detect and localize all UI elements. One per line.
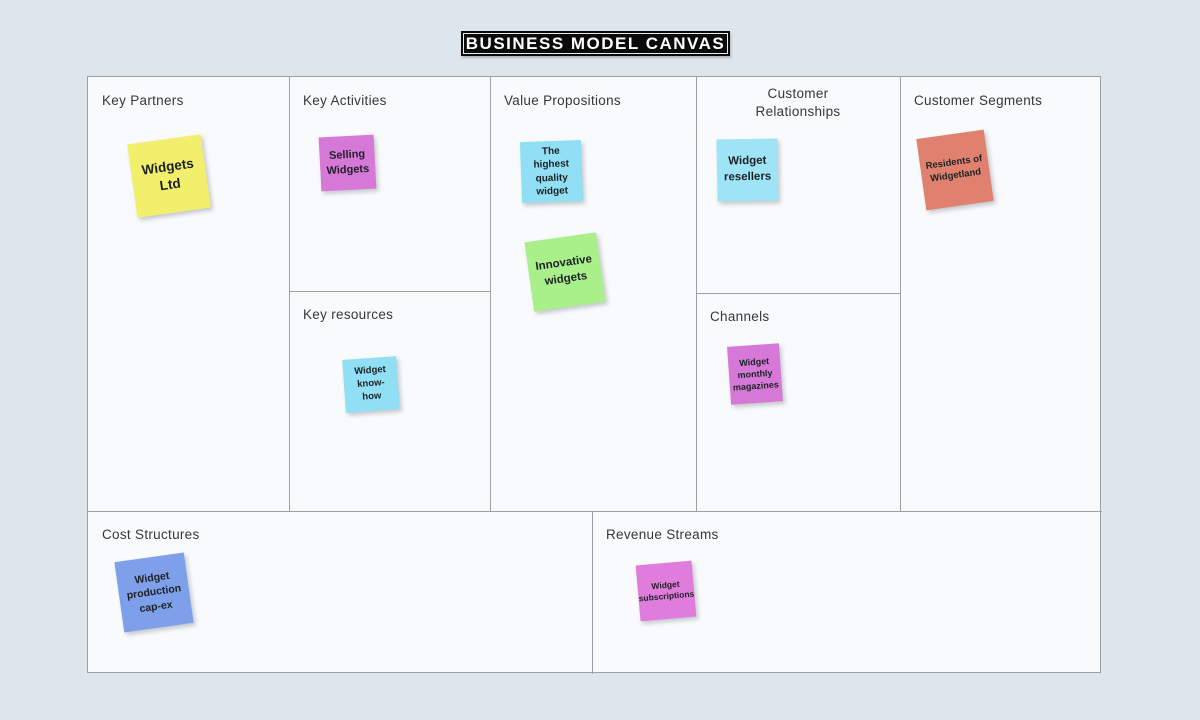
sticky-note-widget-monthly-magazines[interactable]: Widget monthly magazines bbox=[727, 343, 783, 405]
grid-line-bottom-row-divider bbox=[592, 511, 593, 674]
section-value-propositions: Value Propositions The highest quality w… bbox=[490, 77, 696, 511]
sticky-note-widget-subscriptions[interactable]: Widget subscriptions bbox=[635, 560, 697, 622]
sticky-note-text: Widget resellers bbox=[723, 155, 772, 184]
section-label-revenue-streams: Revenue Streams bbox=[606, 527, 719, 542]
section-channels: Channels Widget monthly magazines bbox=[696, 293, 900, 511]
sticky-note-widget-production-capex[interactable]: Widget production cap-ex bbox=[114, 552, 194, 633]
sticky-note-text: Widget know-how bbox=[353, 364, 387, 403]
section-label-key-partners: Key Partners bbox=[102, 93, 184, 108]
section-label-customer-relationships: Customer Relationships bbox=[755, 86, 841, 119]
sticky-note-text: Selling Widgets bbox=[326, 148, 370, 178]
sticky-note-text: Residents of Widgetland bbox=[924, 153, 983, 185]
canvas-board: Key Partners Widgets Ltd Key Activities … bbox=[87, 76, 1102, 674]
section-customer-relationships: Customer Relationships Widget resellers bbox=[696, 77, 900, 293]
sticky-note-highest-quality-widget[interactable]: The highest quality widget bbox=[519, 139, 584, 204]
section-key-partners: Key Partners Widgets Ltd bbox=[88, 77, 289, 511]
section-customer-segments: Customer Segments Residents of Widgetlan… bbox=[900, 77, 1102, 511]
sticky-note-widget-know-how[interactable]: Widget know-how bbox=[342, 356, 400, 413]
sticky-note-text: Widget monthly magazines bbox=[732, 355, 780, 393]
sticky-note-widget-resellers[interactable]: Widget resellers bbox=[716, 138, 779, 202]
grid-line-vertical-2 bbox=[490, 77, 491, 511]
section-label-key-resources: Key resources bbox=[303, 307, 394, 322]
section-key-resources: Key resources Widget know-how bbox=[289, 291, 490, 511]
section-label-key-activities: Key Activities bbox=[303, 93, 387, 108]
section-label-channels: Channels bbox=[710, 309, 770, 324]
section-label-customer-segments: Customer Segments bbox=[914, 93, 1043, 108]
grid-line-bottom-row-top bbox=[88, 511, 1102, 512]
sticky-note-text: Widget production cap-ex bbox=[125, 570, 182, 615]
sticky-note-innovative-widgets[interactable]: Innovative widgets bbox=[524, 232, 606, 312]
sticky-note-text: The highest quality widget bbox=[533, 145, 570, 198]
title-banner-text: BUSINESS MODEL CANVAS bbox=[465, 33, 726, 53]
grid-line-vertical-3 bbox=[696, 77, 697, 511]
grid-line-channels-top bbox=[696, 293, 900, 294]
section-key-activities: Key Activities Selling Widgets bbox=[289, 77, 490, 291]
sticky-note-residents-of-widgetland[interactable]: Residents of Widgetland bbox=[916, 129, 994, 211]
sticky-note-text: Innovative widgets bbox=[534, 253, 593, 288]
section-cost-structures: Cost Structures Widget production cap-ex bbox=[88, 511, 592, 674]
title-banner: BUSINESS MODEL CANVAS bbox=[461, 31, 730, 56]
section-label-cost-structures: Cost Structures bbox=[102, 527, 200, 542]
sticky-note-selling-widgets[interactable]: Selling Widgets bbox=[318, 134, 377, 192]
grid-line-key-resources-top bbox=[289, 291, 490, 292]
grid-line-vertical-4 bbox=[900, 77, 901, 511]
sticky-note-widgets-ltd[interactable]: Widgets Ltd bbox=[127, 134, 211, 218]
section-revenue-streams: Revenue Streams Widget subscriptions bbox=[592, 511, 1102, 674]
sticky-note-text: Widgets Ltd bbox=[140, 155, 195, 194]
section-label-value-propositions: Value Propositions bbox=[504, 93, 621, 108]
sticky-note-text: Widget subscriptions bbox=[638, 578, 695, 604]
grid-line-vertical-1 bbox=[289, 77, 290, 511]
